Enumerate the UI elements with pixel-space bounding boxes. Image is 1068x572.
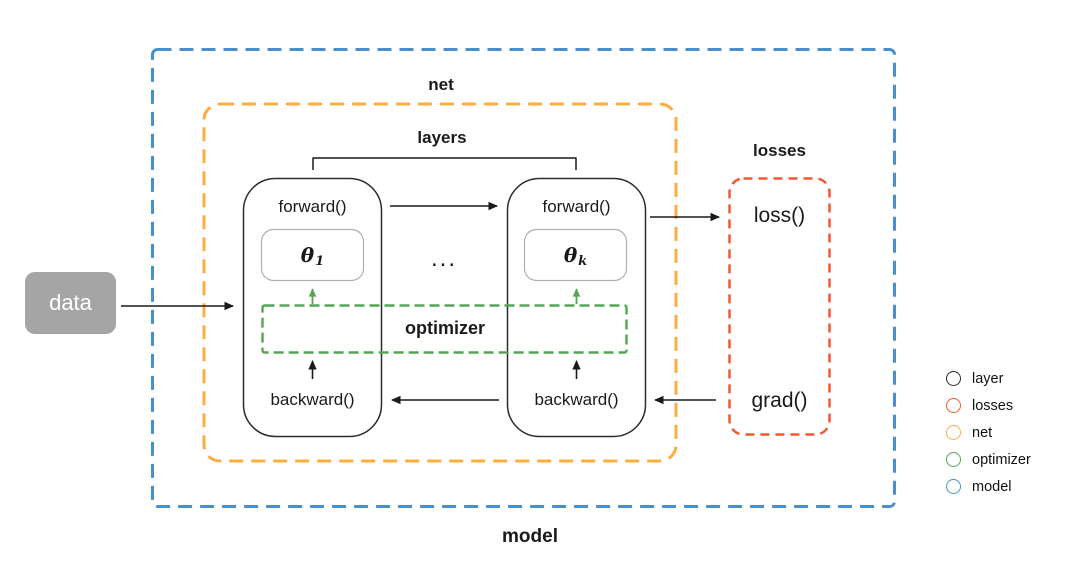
theta-k-param: θ k (524, 229, 627, 281)
layer-1-box (242, 177, 383, 438)
theta-k-symbol: θ (563, 243, 578, 267)
net-boundary-box (202, 102, 678, 463)
optimizer-box (261, 304, 628, 354)
legend-label-model: model (972, 478, 1012, 495)
net-legend-circle-icon (946, 425, 961, 440)
layer2-backward-label: backward() (534, 390, 619, 409)
losses-title: losses (753, 141, 806, 160)
optimizer-legend-circle-icon (946, 452, 961, 467)
model-title: model (502, 526, 558, 547)
layers-title: layers (417, 128, 467, 147)
loss-function-label: loss() (753, 204, 806, 227)
legend-label-losses: losses (972, 397, 1014, 414)
layer-legend-circle-icon (946, 371, 961, 386)
legend-label-net: net (972, 424, 993, 441)
theta-k-box (523, 228, 628, 282)
layer1-backward-label: backward() (270, 390, 355, 409)
layers-bracket (312, 157, 577, 170)
model-legend-circle-icon (946, 479, 961, 494)
theta-1-param: θ 1 (261, 229, 364, 281)
legend-item-losses: losses (946, 397, 1031, 414)
layers-ellipsis: ... (430, 245, 457, 272)
layer-2-box (506, 177, 647, 438)
legend-label-layer: layer (972, 370, 1004, 387)
legend-item-model: model (946, 478, 1031, 495)
grad-function-label: grad() (751, 389, 808, 412)
optimizer-label: optimizer (404, 318, 485, 338)
layer1-forward-label: forward() (278, 197, 347, 216)
legend: layer losses net optimizer model (946, 370, 1031, 495)
data-node-label: data (49, 290, 92, 315)
losses-boundary-box (728, 177, 831, 436)
losses-legend-circle-icon (946, 398, 961, 413)
theta-1-box (260, 228, 365, 282)
data-node: data (25, 272, 116, 334)
legend-item-net: net (946, 424, 1031, 441)
legend-item-layer: layer (946, 370, 1031, 387)
theta-1-subscript: 1 (315, 254, 325, 269)
theta-k-subscript: k (578, 254, 588, 269)
net-title: net (428, 75, 454, 94)
model-boundary-box (151, 48, 896, 508)
legend-label-optimizer: optimizer (972, 451, 1031, 468)
layer2-forward-label: forward() (542, 197, 611, 216)
theta-1-symbol: θ (300, 243, 315, 267)
legend-item-optimizer: optimizer (946, 451, 1031, 468)
